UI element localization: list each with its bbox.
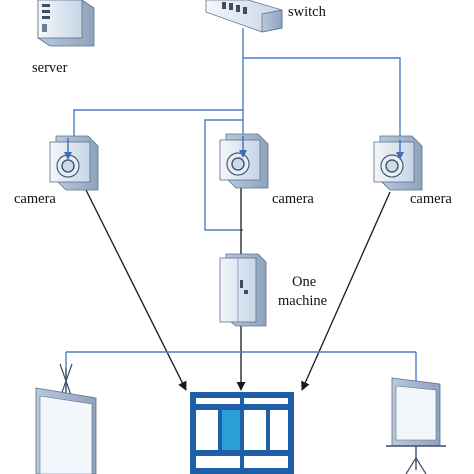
camera-label-middle: camera [272, 191, 314, 207]
camera-label-right: camera [410, 191, 452, 207]
camera-label-left: camera [14, 191, 56, 207]
machine-label-line1: One [292, 274, 316, 290]
all-in-one-machine-icon [219, 253, 267, 327]
camera-icon [373, 135, 423, 191]
machine-label-line2: machine [278, 293, 327, 309]
network-switch-icon [205, 0, 283, 33]
link-switch-left [73, 109, 243, 138]
switch-links [73, 28, 401, 231]
camera-icon [219, 133, 269, 189]
projection-screen-icon [386, 377, 446, 474]
projection-screen-icon [35, 363, 97, 474]
arrow-camera-left-to-wall [85, 189, 187, 391]
link-switch-right [243, 57, 401, 140]
arrow-camera-right-to-wall [301, 191, 391, 391]
camera-icon [49, 135, 99, 191]
switch-label: switch [288, 4, 327, 20]
server-icon [37, 0, 95, 47]
video-wall-icon [190, 392, 294, 474]
server-label: server [32, 60, 68, 76]
link-camera-loop [204, 119, 243, 231]
